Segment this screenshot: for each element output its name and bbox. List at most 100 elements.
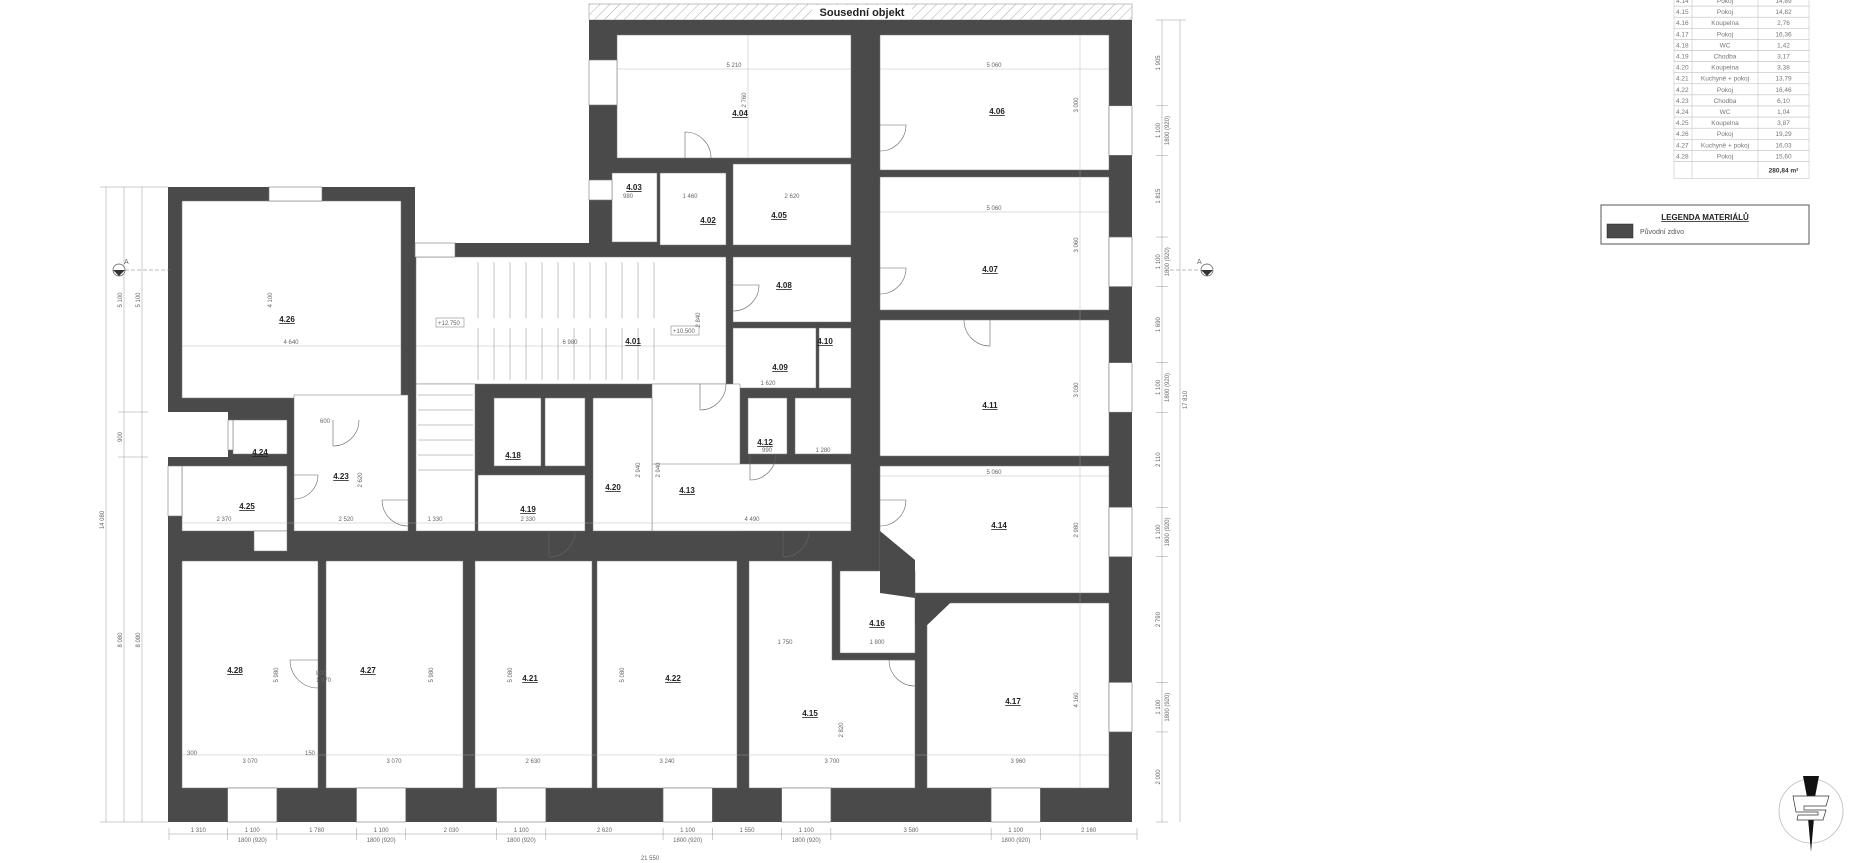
room-name-cell: Chodba bbox=[1714, 54, 1737, 61]
north-arrow-icon bbox=[1778, 776, 1844, 852]
svg-text:5 980: 5 980 bbox=[429, 667, 435, 683]
room-name-cell: Pokoj bbox=[1717, 0, 1733, 5]
room-areas bbox=[181, 34, 1110, 789]
room-area-cell: 16,46 bbox=[1775, 87, 1792, 94]
right-dimension-label: 1 815 bbox=[1156, 188, 1162, 204]
room-label-4-04: 4.04 bbox=[732, 109, 748, 118]
room-label-4-08: 4.08 bbox=[776, 281, 792, 290]
svg-text:2 630: 2 630 bbox=[525, 759, 541, 765]
window-size-note: 1800 (920) bbox=[1165, 517, 1171, 546]
window-size-note: 1800 (920) bbox=[792, 838, 821, 844]
svg-text:1 750: 1 750 bbox=[777, 640, 793, 646]
room-area-cell: 3,17 bbox=[1777, 54, 1790, 61]
svg-text:990: 990 bbox=[762, 448, 773, 454]
svg-text:5 100: 5 100 bbox=[118, 292, 124, 308]
room-label-4-26: 4.26 bbox=[279, 315, 295, 324]
svg-text:5 060: 5 060 bbox=[986, 206, 1002, 212]
room-name-cell: WC bbox=[1720, 109, 1731, 116]
svg-text:8 080: 8 080 bbox=[118, 632, 124, 648]
svg-text:5 080: 5 080 bbox=[508, 667, 514, 683]
room-label-4-17: 4.17 bbox=[1005, 697, 1021, 706]
bottom-dimension-label: 1 100 bbox=[680, 828, 696, 834]
svg-text:5 080: 5 080 bbox=[620, 667, 626, 683]
table-row: 4.19 Chodba 3,17 bbox=[1673, 50, 1810, 62]
room-label-4-11: 4.11 bbox=[982, 401, 998, 410]
svg-text:A: A bbox=[1197, 259, 1202, 266]
svg-text:1 800: 1 800 bbox=[869, 640, 885, 646]
svg-text:2 980: 2 980 bbox=[1074, 522, 1080, 538]
right-dimension-label: 2 110 bbox=[1156, 452, 1162, 467]
svg-text:14 080: 14 080 bbox=[100, 510, 106, 529]
room-number-cell: 4.20 bbox=[1676, 65, 1689, 72]
room-label-4-13: 4.13 bbox=[679, 486, 695, 495]
svg-text:3 700: 3 700 bbox=[824, 759, 840, 765]
svg-text:5 210: 5 210 bbox=[726, 63, 742, 69]
svg-text:5 060: 5 060 bbox=[986, 63, 1002, 69]
room-area-cell: 14,89 bbox=[1775, 0, 1792, 5]
room-label-4-28: 4.28 bbox=[227, 666, 243, 675]
room-label-4-12: 4.12 bbox=[757, 438, 773, 447]
material-legend: LEGENDA MATERIÁLŮ Původní zdivo bbox=[1600, 204, 1810, 245]
right-total-dimension: 17 810 bbox=[1183, 390, 1189, 409]
window-size-note: 1800 (920) bbox=[238, 838, 267, 844]
svg-text:800: 800 bbox=[316, 671, 327, 677]
right-dimension-label: 2 000 bbox=[1156, 769, 1162, 785]
section-marker-right: A bbox=[1170, 259, 1214, 277]
total-area-cell: 280,84 m² bbox=[1769, 168, 1799, 175]
window-size-note: 1800 (920) bbox=[367, 838, 396, 844]
window bbox=[662, 787, 713, 823]
room-number-cell: 4.19 bbox=[1676, 54, 1689, 61]
room-label-4-02: 4.02 bbox=[700, 216, 716, 225]
svg-text:2 940: 2 940 bbox=[656, 462, 662, 478]
right-dimension-label: 1 100 bbox=[1156, 524, 1162, 540]
room-number-cell: 4.21 bbox=[1676, 76, 1689, 83]
svg-text:1 280: 1 280 bbox=[815, 448, 831, 454]
window bbox=[356, 787, 407, 823]
svg-text:600: 600 bbox=[320, 419, 331, 425]
room-name-cell: Kuchyně + pokoj bbox=[1701, 76, 1749, 83]
right-dimension-label: 1 100 bbox=[1156, 379, 1162, 395]
bottom-dimension-label: 1 100 bbox=[374, 828, 390, 834]
left-dimension-chain: 14 080 5 100 5 100 900 8 080 8 080 bbox=[100, 186, 168, 823]
windows bbox=[167, 59, 1133, 823]
window-size-note: 1800 (920) bbox=[1165, 373, 1171, 402]
room-number-cell: 4.23 bbox=[1676, 98, 1689, 105]
svg-text:5 980: 5 980 bbox=[274, 667, 280, 683]
neighbor-label: Sousední objekt bbox=[820, 7, 905, 19]
room-area-cell: 6,10 bbox=[1777, 98, 1790, 105]
room-number-cell: 4.22 bbox=[1676, 87, 1689, 94]
window bbox=[227, 787, 278, 823]
svg-text:300: 300 bbox=[187, 751, 198, 757]
window bbox=[1108, 236, 1133, 287]
svg-text:2 620: 2 620 bbox=[784, 194, 800, 200]
svg-text:2 520: 2 520 bbox=[338, 517, 354, 523]
bottom-dimension-label: 1 310 bbox=[191, 828, 207, 834]
room-name-cell: Kuchyně + pokoj bbox=[1701, 142, 1749, 149]
room-number-cell: 4.26 bbox=[1676, 131, 1689, 138]
bottom-dimension-label: 1 100 bbox=[799, 828, 815, 834]
window-size-note: 1800 (920) bbox=[1165, 693, 1171, 722]
window bbox=[1108, 506, 1133, 558]
window-size-note: 1800 (920) bbox=[1165, 116, 1171, 145]
room-number-cell: 4.24 bbox=[1676, 109, 1689, 116]
room-label-4-05: 4.05 bbox=[771, 211, 787, 220]
room-area-cell: 14,82 bbox=[1775, 9, 1792, 16]
room-name-cell: Pokoj bbox=[1717, 31, 1733, 38]
room-label-4-23: 4.23 bbox=[333, 472, 349, 481]
svg-text:3 070: 3 070 bbox=[242, 759, 258, 765]
room-number-cell: 4.16 bbox=[1676, 20, 1689, 27]
bottom-dimension-label: 1 780 bbox=[309, 828, 325, 834]
room-label-4-20: 4.20 bbox=[605, 483, 621, 492]
room-area-cell: 13,79 bbox=[1775, 76, 1792, 83]
svg-text:5 060: 5 060 bbox=[986, 470, 1002, 476]
svg-text:3 960: 3 960 bbox=[1010, 759, 1026, 765]
room-label-4-10: 4.10 bbox=[817, 337, 833, 346]
